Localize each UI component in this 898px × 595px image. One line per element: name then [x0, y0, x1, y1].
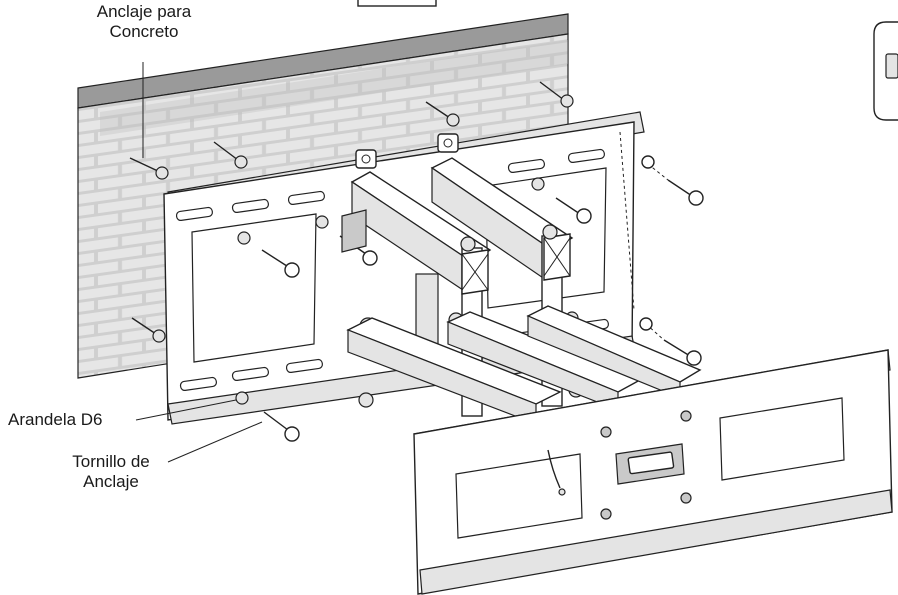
tv-mounting-plate: [413, 349, 893, 595]
screw-icon: [680, 410, 692, 422]
anchor-screws: [261, 131, 704, 442]
concrete-anchor-icon: [213, 141, 248, 169]
washer-label-text: Arandela D6: [8, 410, 103, 429]
top-slots: [175, 148, 605, 221]
concrete-anchor-icon: [129, 157, 169, 180]
washer-label: Arandela D6: [8, 410, 103, 430]
top-partial-part: [357, 0, 437, 7]
screw-icon: [663, 339, 702, 366]
nut-icon: [437, 133, 459, 153]
concrete-anchor-icon: [131, 317, 166, 343]
washer-icon: [641, 155, 655, 169]
concrete-anchor-icon: [425, 101, 460, 127]
concrete-anchor-icon: [539, 81, 574, 108]
screw-icon: [680, 492, 692, 504]
nut-icon: [355, 149, 377, 169]
anchor-screw-label-line-1: Tornillo de: [72, 452, 150, 471]
washer-icon: [639, 317, 653, 331]
screw-icon: [263, 411, 300, 442]
concrete-anchor-label-line-1: Anclaje para: [96, 2, 192, 21]
washer-icon: [315, 215, 329, 229]
washer-icon: [531, 177, 545, 191]
screw-icon: [667, 179, 704, 206]
lock-latch-icon: [615, 443, 685, 485]
anchor-screw-label: Tornillo de Anclaje: [56, 452, 166, 492]
concrete-anchors: [129, 81, 574, 343]
wall-plate-partial: [873, 21, 898, 121]
screw-icon: [600, 426, 612, 438]
screw-icon: [261, 249, 300, 278]
concrete-anchor-label-line-2: Concreto: [109, 22, 179, 41]
callout-leaders: [135, 62, 263, 463]
washer-icon: [235, 391, 249, 405]
anchor-screw-label-line-2: Anclaje: [83, 472, 139, 491]
screw-icon: [600, 508, 612, 520]
articulating-arms: [341, 133, 702, 425]
washer-icon: [237, 231, 251, 245]
screw-icon: [555, 197, 592, 224]
concrete-anchor-label: Anclaje para Concreto: [72, 2, 216, 42]
